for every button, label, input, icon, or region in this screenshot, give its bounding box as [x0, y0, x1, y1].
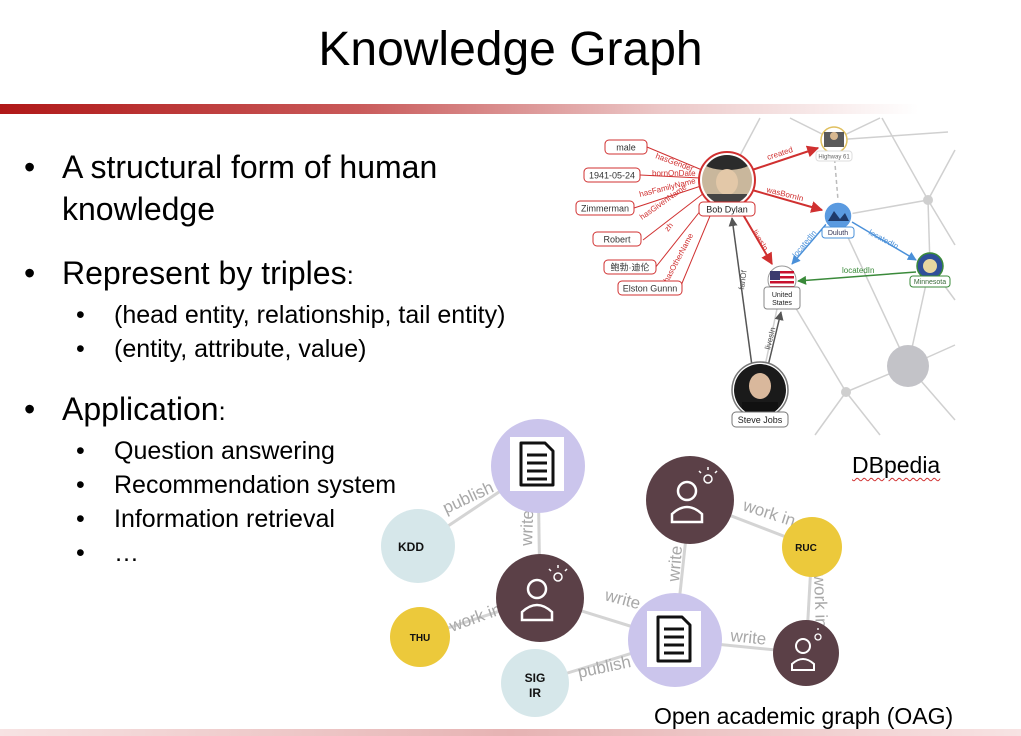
bottom-border [0, 729, 1021, 736]
edge-label-publish-bottom: publish [576, 652, 633, 682]
node-minnesota: Minnesota [910, 253, 950, 287]
relation-edge-labels: created wasBornIn livesIn locatedIn loca… [737, 145, 900, 350]
grey-node [841, 387, 851, 397]
edge-label-work-in-left: work in [446, 599, 504, 636]
node-label-highway61: Highway 61 [818, 155, 850, 161]
edge-label-write-right: write [729, 626, 768, 649]
node-label-united-states-line1: United [772, 292, 792, 299]
node-highway61: Highway 61 [816, 127, 852, 161]
edge-label-located-duluth-mn: locatedIn [867, 228, 900, 251]
edge-label-located-duluth-us: locatedIn [791, 229, 819, 260]
edge-label-write-mid: write [602, 585, 643, 613]
institution-node-thu: THU [390, 607, 450, 667]
edge-label-write-top: write [517, 510, 537, 548]
edge-label-created: created [766, 145, 794, 162]
author-node-top-right [646, 456, 734, 544]
edge-label-located-mn-us: locatedIn [842, 266, 874, 275]
edge-label-hasothername: hasOtherName [662, 231, 696, 284]
node-duluth: Duluth [822, 202, 854, 238]
us-flag-icon [770, 271, 794, 288]
edge-label-write-author: write [664, 545, 686, 583]
node-label-thu: THU [410, 633, 431, 644]
attr-male: male [616, 143, 636, 153]
paper-node-bottom [628, 593, 722, 687]
node-label-sigir-line2: IR [529, 686, 541, 700]
node-label-steve-jobs: Steve Jobs [738, 415, 783, 425]
institution-node-ruc: RUC [782, 517, 842, 577]
node-label-ruc: RUC [795, 543, 817, 554]
attr-date: 1941-05-24 [589, 171, 635, 181]
node-label-kdd: KDD [398, 540, 424, 554]
node-label-duluth: Duluth [828, 230, 848, 237]
node-label-sigir-line1: SIG [525, 671, 546, 685]
edge-label-fanof: fanOf [737, 269, 749, 290]
node-steve-jobs: Steve Jobs [732, 362, 788, 427]
node-united-states: United States [764, 266, 800, 309]
dbpedia-caption: DBpedia [852, 452, 940, 479]
attr-chinese-name: 鲍勃·迪伦 [611, 262, 650, 273]
document-icon [647, 611, 701, 667]
node-bob-dylan: Bob Dylan [699, 150, 755, 216]
oag-caption: Open academic graph (OAG) [654, 703, 953, 730]
venue-node-sigir: SIG IR [501, 649, 569, 717]
edge-label-livesin-bob: livesIn [750, 228, 770, 252]
edge-label-work-in-right: work in [810, 572, 831, 627]
venue-node-kdd: KDD [381, 509, 455, 583]
document-icon [510, 437, 564, 491]
grey-node-large [887, 345, 929, 387]
attr-zimmerman: Zimmerman [581, 204, 629, 214]
node-label-bob-dylan: Bob Dylan [706, 205, 748, 215]
author-node-bottom-right [773, 620, 839, 686]
paper-node-top [491, 419, 585, 513]
edge-fanof [732, 218, 752, 366]
edge-label-wasbornin: wasBornIn [765, 185, 805, 203]
attr-elston: Elston Gunnn [623, 284, 678, 294]
author-node-center [496, 554, 584, 642]
grey-node [923, 195, 933, 205]
node-label-united-states-line2: States [772, 300, 792, 307]
edge-label-work-in-top: work in [740, 495, 798, 530]
node-label-minnesota: Minnesota [914, 279, 946, 286]
attr-robert: Robert [603, 235, 631, 245]
